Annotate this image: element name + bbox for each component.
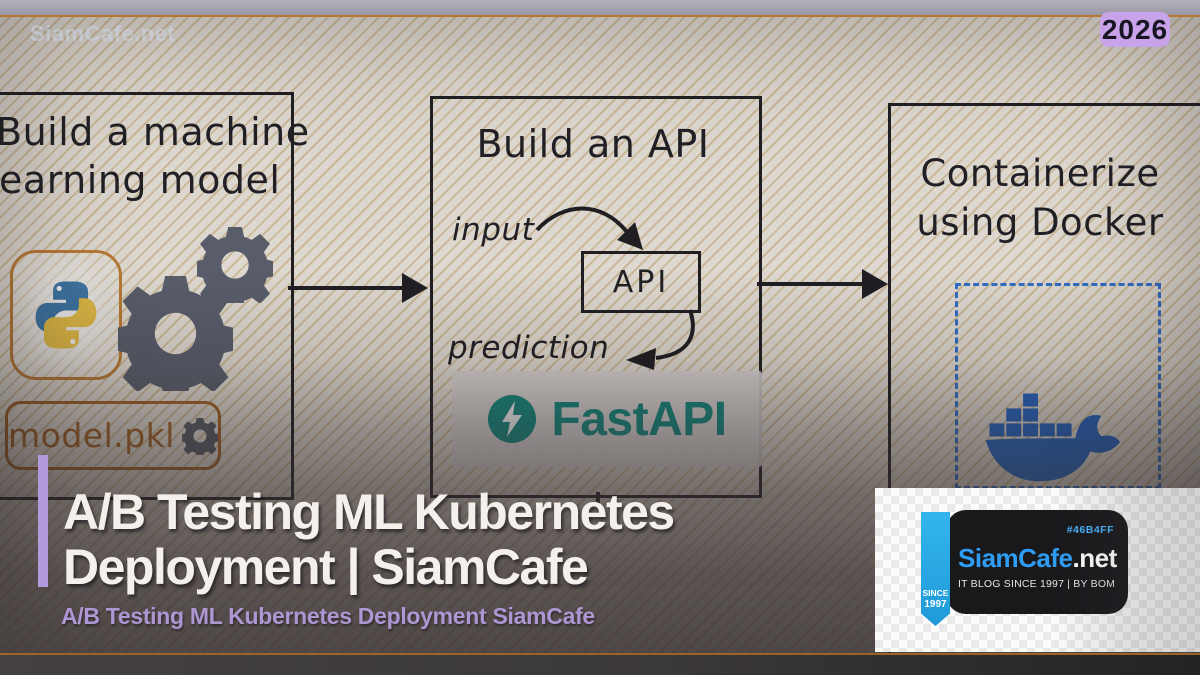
sitecard-ribbon-text: SINCE 1997	[921, 587, 950, 610]
sitecard-logo: #46B4FF SiamCafe.net IT BLOG SINCE 1997 …	[946, 510, 1128, 614]
step3-title-line2: using Docker	[916, 200, 1164, 244]
api-node-label: API	[612, 264, 670, 300]
ribbon-year: 1997	[924, 598, 947, 610]
arrow-step1-to-step2	[288, 273, 428, 303]
python-logo-frame	[10, 250, 122, 380]
fastapi-bolt-icon	[488, 395, 537, 443]
step3-title-line1: Containerize	[920, 152, 1160, 195]
gear-icon	[197, 227, 273, 303]
prediction-label: prediction	[448, 330, 610, 366]
step1-title-line2: learning model	[0, 158, 281, 202]
fastapi-wordmark: FastAPI	[551, 392, 727, 446]
arrow-step2-to-step3	[757, 269, 888, 299]
caption-subtitle: A/B Testing ML Kubernetes Deployment Sia…	[61, 603, 595, 629]
sitecard-brand-primary: SiamCafe	[958, 543, 1073, 573]
step2-title: Build an API	[476, 122, 710, 166]
sitecard-tagline: IT BLOG SINCE 1997 | BY BOM	[958, 578, 1116, 590]
model-file-label: model.pkl	[8, 416, 175, 455]
sitecard-brand-suffix: .net	[1072, 543, 1118, 573]
docker-whale-icon	[985, 393, 1121, 482]
arrow-api-to-prediction	[626, 309, 695, 370]
python-icon	[35, 281, 97, 349]
api-node: API	[581, 251, 701, 313]
fastapi-logo: FastAPI	[452, 371, 762, 467]
sitecard: #46B4FF SiamCafe.net IT BLOG SINCE 1997 …	[875, 488, 1200, 652]
gear-icon	[181, 417, 218, 455]
sitecard-color-code: #46B4FF	[1066, 524, 1114, 536]
caption-accent-bar	[38, 455, 48, 587]
sitecard-ribbon: SINCE 1997	[921, 512, 950, 626]
input-label: input	[452, 212, 535, 248]
caption-title-line1: A/B Testing ML Kubernetes	[63, 484, 675, 540]
year-badge: 2026	[1100, 12, 1170, 47]
step3-title: Containerize using Docker	[895, 150, 1185, 248]
sitecard-brand: SiamCafe.net	[958, 543, 1117, 574]
caption-title-line2: Deployment | SiamCafe	[63, 539, 589, 595]
bottom-strip	[0, 653, 1200, 675]
ribbon-since: SINCE	[922, 587, 949, 598]
step1-title-line1: Build a machine	[0, 110, 310, 154]
top-strip	[0, 0, 1200, 17]
watermark: SiamCafe.net	[30, 21, 176, 46]
